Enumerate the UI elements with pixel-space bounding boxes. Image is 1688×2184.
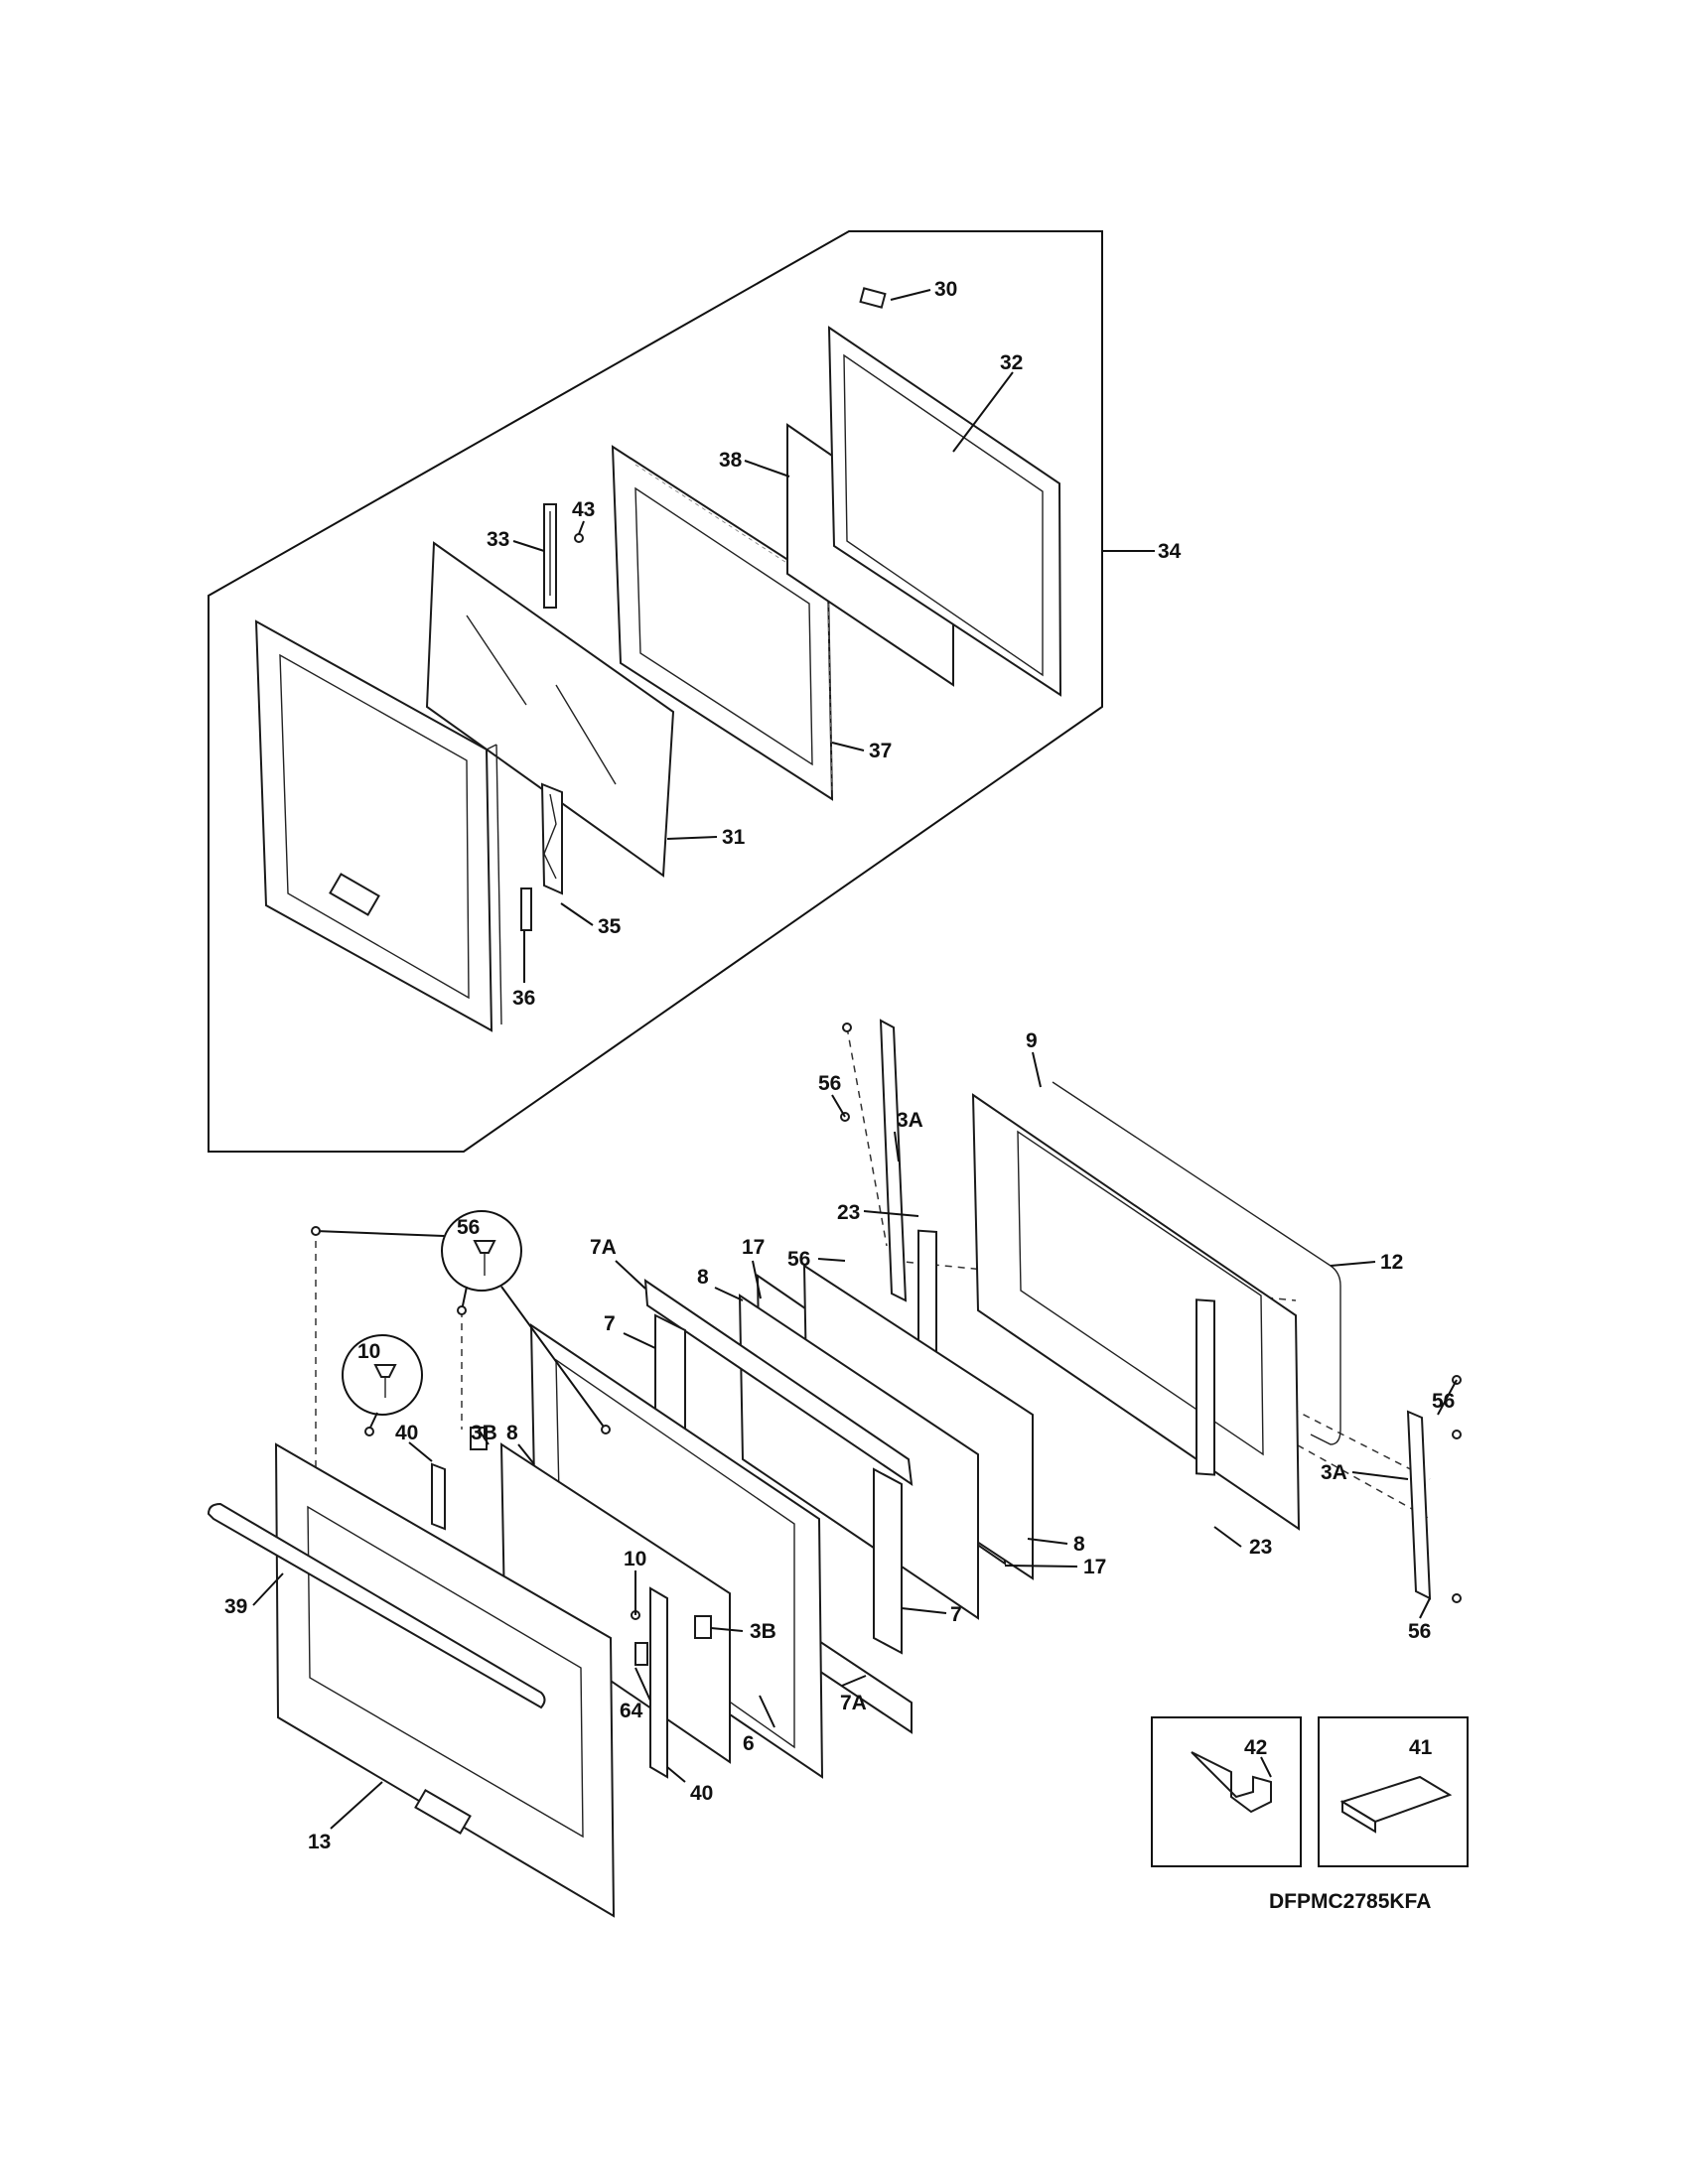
outer-glass-31: [425, 541, 675, 878]
diagram-reference-code: DFPMC2785KFA: [1269, 1890, 1431, 1913]
callout-34: 34: [1158, 540, 1182, 563]
callout-40-top: 40: [395, 1422, 418, 1444]
insulation-7-right: [873, 1467, 903, 1655]
callout-17-top: 17: [742, 1236, 765, 1259]
callout-3b-bottom: 3B: [750, 1620, 776, 1643]
callout-8-right: 8: [1073, 1533, 1085, 1556]
callout-7-bottom: 7: [950, 1603, 962, 1626]
door-hinge-23-lower: [1196, 1298, 1215, 1476]
leader-lines: [252, 289, 1458, 1830]
callout-56-bottom-right: 56: [1408, 1620, 1431, 1643]
callout-43: 43: [572, 498, 595, 521]
callout-10-detail: 10: [357, 1340, 380, 1363]
callout-41: 41: [1409, 1736, 1433, 1759]
callout-6: 6: [743, 1732, 755, 1755]
callout-7a-top: 7A: [590, 1236, 617, 1259]
door-front-frame-upper: [254, 619, 502, 1032]
callout-17-bottom: 17: [1083, 1556, 1106, 1578]
callout-56-detail: 56: [457, 1216, 480, 1239]
callout-42: 42: [1244, 1736, 1267, 1759]
callout-30: 30: [934, 278, 957, 301]
callout-40-bottom: 40: [690, 1782, 713, 1805]
inner-door-assembly-outline: [208, 230, 1103, 1153]
callout-56-top: 56: [818, 1072, 841, 1095]
bracket-40-right: [649, 1586, 668, 1779]
callout-31: 31: [722, 826, 746, 849]
callout-32: 32: [1000, 351, 1023, 374]
glass-pane-8-mid: [738, 1294, 979, 1620]
callout-23-bottom: 23: [1249, 1536, 1272, 1559]
insulation-7a-top: [643, 1279, 914, 1487]
door-bracket-33: [543, 503, 584, 609]
callout-39: 39: [224, 1595, 247, 1618]
inner-door-liner-37: [611, 445, 834, 801]
callout-8-top: 8: [697, 1266, 709, 1289]
callout-37: 37: [869, 740, 892, 762]
clip-3b-left: [470, 1427, 488, 1450]
hinge-brackets-35-36: [520, 782, 563, 931]
callout-7-top: 7: [604, 1312, 616, 1335]
callout-9: 9: [1026, 1029, 1038, 1052]
door-liner-9: [971, 1093, 1301, 1531]
bracket-40-left: [431, 1462, 446, 1531]
screw-detail-10: [342, 1334, 423, 1431]
callout-13: 13: [308, 1831, 331, 1853]
callout-labels: 30 32 38 34 43 33 37 31 35 36 56 9 3A 23…: [224, 278, 1455, 1853]
callout-35: 35: [598, 915, 622, 938]
clip-30: [859, 287, 887, 309]
callout-56-mid: 56: [787, 1248, 810, 1271]
callout-7a-bottom: 7A: [840, 1692, 867, 1714]
callout-38: 38: [719, 449, 743, 472]
part-64: [634, 1642, 648, 1666]
door-handle-39: [207, 1502, 546, 1709]
callout-36: 36: [512, 987, 535, 1010]
callout-33: 33: [487, 528, 509, 551]
door-side-rail-3a-upper: [879, 1019, 908, 1302]
inner-door-frame-32: [827, 326, 1062, 697]
callout-23-top: 23: [837, 1201, 860, 1224]
outer-door-panel-13: [274, 1442, 616, 1918]
door-side-rail-3a-lower: [1406, 1410, 1432, 1600]
door-gasket-12: [1052, 1081, 1341, 1445]
inset-box-41: [1318, 1716, 1469, 1867]
callout-56-right: 56: [1432, 1390, 1455, 1413]
callout-3a-top: 3A: [897, 1109, 923, 1132]
callout-10-mid: 10: [624, 1548, 646, 1570]
glass-pane-8-front: [499, 1442, 731, 1764]
callout-12: 12: [1380, 1251, 1403, 1274]
callout-64: 64: [620, 1700, 643, 1722]
callout-8-mid: 8: [506, 1422, 518, 1444]
callout-3b-top: 3B: [471, 1422, 497, 1444]
callout-3a-bottom: 3A: [1321, 1461, 1347, 1484]
clip-3b-right: [694, 1615, 712, 1639]
screw-detail-56: [315, 1210, 607, 1431]
inset-box-42: [1151, 1716, 1302, 1867]
